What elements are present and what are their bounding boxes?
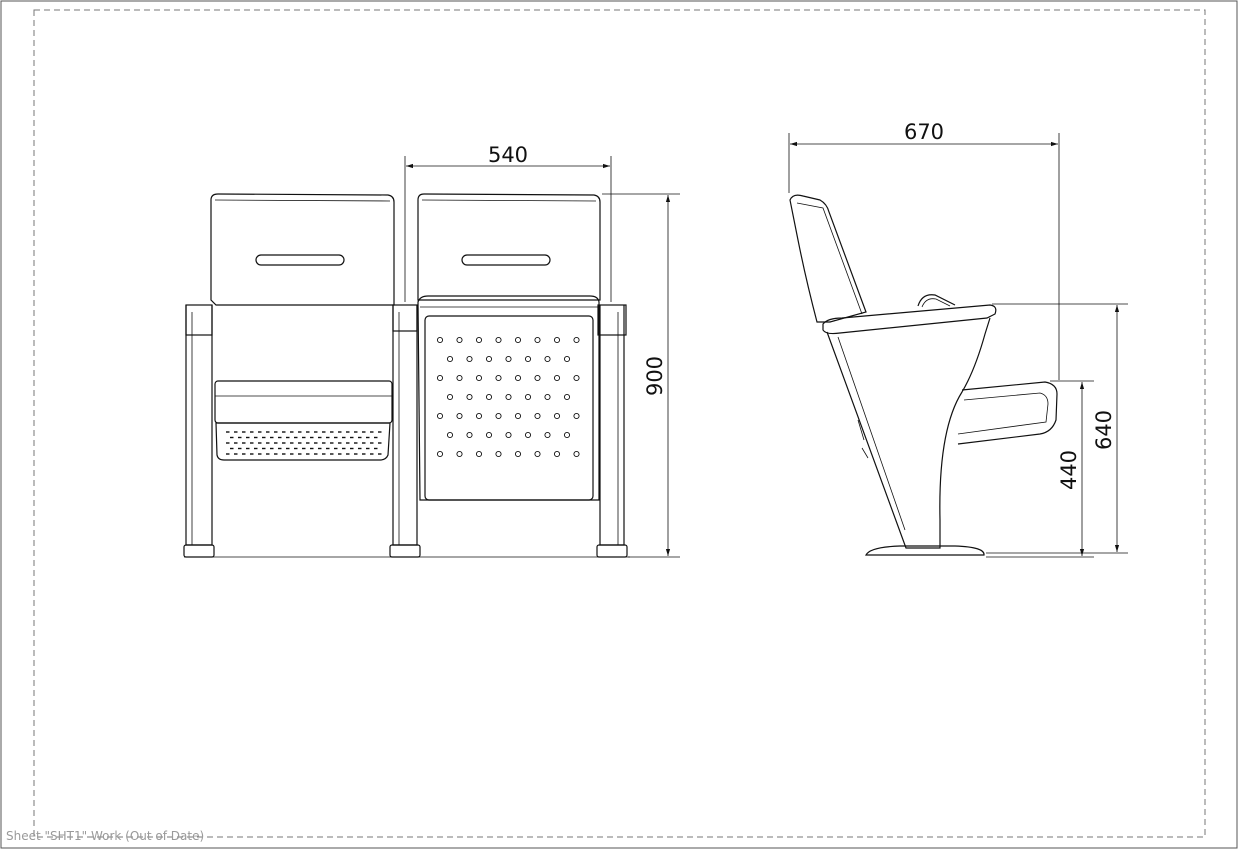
sheet-label: Sheet "SHT1" Work (Out of Date) xyxy=(6,829,205,843)
dashed-border xyxy=(33,9,1206,838)
perforation-hole xyxy=(524,393,532,401)
left-leg xyxy=(185,305,213,546)
perforation-hole xyxy=(475,412,483,420)
side-seat xyxy=(822,304,997,335)
left-seat-cushion xyxy=(214,380,393,424)
perforation-hole xyxy=(456,412,463,420)
perforation-hole xyxy=(466,355,473,363)
perforation-hole xyxy=(495,374,502,382)
perforation-hole xyxy=(514,450,522,458)
left-foot xyxy=(183,544,215,558)
dim-900-label: 900 xyxy=(643,356,667,396)
perforation-hole xyxy=(534,374,541,382)
perforation-hole xyxy=(505,355,512,363)
perforation-hole xyxy=(436,374,444,382)
perforation-hole xyxy=(544,355,551,363)
perforation-hole xyxy=(563,393,571,401)
right-back-handle xyxy=(461,254,551,266)
perforation-hole xyxy=(514,336,522,344)
perforation-hole xyxy=(544,431,551,439)
perforation-hole xyxy=(553,374,561,382)
side-pedestal xyxy=(826,317,991,549)
perforation-hole xyxy=(553,412,561,420)
perforation-hole xyxy=(534,450,541,458)
perforation-hole xyxy=(573,412,580,420)
left-seat-back xyxy=(210,193,395,306)
perforation-hole xyxy=(446,431,454,439)
right-perforation xyxy=(436,336,580,458)
perforation-hole xyxy=(563,431,571,439)
perforation-hole xyxy=(553,450,561,458)
right-seat-back xyxy=(417,193,601,301)
perforation-hole xyxy=(436,450,444,458)
perforation-hole xyxy=(456,336,463,344)
middle-foot xyxy=(389,544,421,558)
middle-leg xyxy=(392,305,418,546)
left-armrest xyxy=(185,304,213,336)
perforation-hole xyxy=(495,412,502,420)
middle-armrest xyxy=(392,304,418,332)
perforation-hole xyxy=(456,374,463,382)
perforation-hole xyxy=(544,393,551,401)
perforation-hole xyxy=(505,431,512,439)
perforation-hole xyxy=(534,412,541,420)
perforation-hole xyxy=(485,355,493,363)
side-armrest xyxy=(957,381,1058,445)
left-back-handle xyxy=(255,254,345,266)
perforation-hole xyxy=(446,393,454,401)
perforation-hole xyxy=(485,431,493,439)
perforation-hole xyxy=(514,412,522,420)
perforation-hole xyxy=(563,355,571,363)
front-view: 540 900 xyxy=(183,143,680,558)
left-perforation xyxy=(226,431,382,455)
perforation-hole xyxy=(573,450,580,458)
dim-440-label: 440 xyxy=(1057,450,1081,490)
right-perforated-panel xyxy=(424,315,594,501)
perforation-hole xyxy=(553,336,561,344)
perforation-hole xyxy=(456,450,463,458)
perforation-hole xyxy=(524,355,532,363)
right-armrest xyxy=(597,304,627,336)
perforation-hole xyxy=(524,431,532,439)
dim-670-label: 670 xyxy=(904,120,944,144)
perforation-hole xyxy=(475,374,483,382)
perforation-hole xyxy=(573,374,580,382)
perforation-hole xyxy=(534,336,541,344)
perforation-hole xyxy=(436,336,444,344)
side-seat-handle xyxy=(917,294,956,307)
perforation-hole xyxy=(485,393,493,401)
perforation-hole xyxy=(514,374,522,382)
left-seat-bottom xyxy=(215,422,391,461)
perforation-hole xyxy=(466,393,473,401)
side-view: 670 640 440 xyxy=(788,120,1128,558)
perforation-hole xyxy=(475,450,483,458)
right-leg xyxy=(599,305,625,546)
perforation-hole xyxy=(446,355,454,363)
perforation-hole xyxy=(573,336,580,344)
perforation-hole xyxy=(495,336,502,344)
side-backrest xyxy=(789,194,867,323)
side-base xyxy=(865,545,985,556)
perforation-hole xyxy=(495,450,502,458)
dim-540-label: 540 xyxy=(488,143,528,167)
right-seat-frame xyxy=(417,295,600,501)
perforation-hole xyxy=(466,431,473,439)
perforation-hole xyxy=(436,412,444,420)
dim-640-label: 640 xyxy=(1092,410,1116,450)
perforation-hole xyxy=(505,393,512,401)
right-foot xyxy=(596,544,628,558)
perforation-hole xyxy=(475,336,483,344)
